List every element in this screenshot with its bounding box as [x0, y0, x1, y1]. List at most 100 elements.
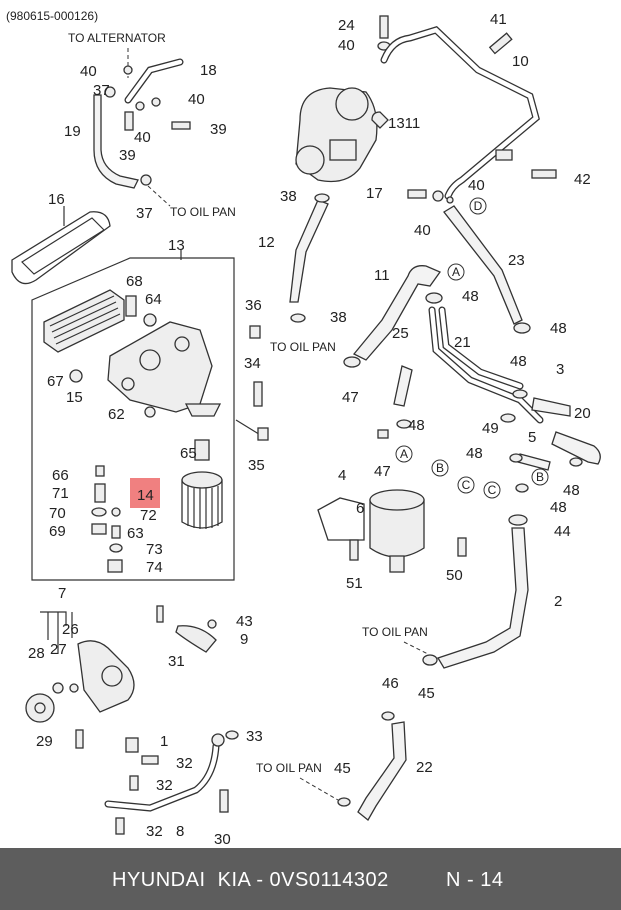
callout-12: 12	[258, 234, 275, 251]
washer-40	[151, 97, 161, 107]
bolt-63	[111, 525, 121, 539]
callout-36: 36	[245, 297, 262, 314]
callout-39: 39	[119, 147, 136, 164]
clamp-47b	[377, 429, 389, 439]
callout-13: 13	[168, 237, 185, 254]
oil-cooler-67	[43, 289, 125, 353]
bracket	[495, 149, 513, 161]
callout-40: 40	[134, 129, 151, 146]
clamp-44	[508, 514, 528, 526]
washer-40-17	[446, 196, 454, 204]
callout-48: 48	[510, 353, 527, 370]
bracket-1	[125, 737, 139, 753]
to-oil-pan-label-1: TO OIL PAN	[170, 205, 236, 219]
clamp-38b	[290, 313, 306, 323]
ref-circle-a	[447, 263, 465, 281]
bolt-41	[488, 32, 513, 55]
diagram-code: (980615-000126)	[6, 9, 98, 23]
callout-48: 48	[466, 445, 483, 462]
hose-12	[289, 199, 329, 303]
nut-26	[69, 683, 79, 693]
hose-19	[93, 94, 139, 189]
bolt-32a	[141, 755, 159, 765]
bolt-51	[349, 539, 359, 561]
clamp-48-21	[512, 389, 528, 399]
callout-41: 41	[490, 11, 507, 28]
callout-10: 10	[512, 53, 529, 70]
ref-circle-d	[469, 197, 487, 215]
gasket-16	[11, 211, 111, 285]
gasket-70	[91, 507, 107, 517]
plug-66	[95, 465, 105, 477]
callout-37: 37	[93, 82, 110, 99]
washer-40b	[135, 101, 145, 111]
leader-line	[147, 185, 171, 207]
sprocket-28	[25, 693, 55, 723]
washer-27	[52, 682, 64, 694]
clamp-48-5	[509, 453, 523, 463]
ref-circle-a	[395, 445, 413, 463]
callout-5: 5	[528, 429, 536, 446]
callout-3: 3	[556, 361, 564, 378]
clamp-48-lower	[515, 483, 529, 493]
bolt-62	[144, 406, 156, 418]
clamp-37	[104, 86, 116, 98]
hose-3	[531, 397, 571, 417]
callout-44: 44	[554, 523, 571, 540]
callout-42: 42	[574, 171, 591, 188]
clamp-45	[422, 654, 438, 666]
callout-4: 4	[338, 467, 346, 484]
callout-68: 68	[126, 273, 143, 290]
oring-72	[111, 507, 121, 517]
bolt-29	[75, 729, 84, 749]
bolt-32c	[115, 817, 125, 835]
callout-63: 63	[127, 525, 144, 542]
callout-19: 19	[64, 123, 81, 140]
bolt-30	[219, 789, 229, 813]
turbo-1311-ref	[371, 111, 389, 129]
callout-30: 30	[214, 831, 231, 848]
filter-housing	[107, 321, 213, 413]
callout-22: 22	[416, 759, 433, 776]
bolt-17	[407, 189, 427, 199]
callout-66: 66	[52, 467, 69, 484]
callout-65: 65	[180, 445, 197, 462]
callout-18: 18	[200, 62, 217, 79]
bolt-39-right	[171, 121, 191, 130]
callout-16: 16	[48, 191, 65, 208]
callout-8: 8	[176, 823, 184, 840]
callout-33: 33	[246, 728, 263, 745]
callout-48: 48	[462, 288, 479, 305]
bolt-32b	[129, 775, 139, 791]
callout-38: 38	[280, 188, 297, 205]
clamp-48-20	[569, 457, 583, 467]
callout-62: 62	[108, 406, 125, 423]
clamp-48	[513, 322, 531, 334]
callout-1311: 1311	[388, 115, 420, 132]
ref-letter-a: A	[400, 447, 408, 461]
callout-26: 26	[62, 621, 79, 638]
washer-73	[109, 543, 123, 553]
cover-9	[175, 625, 217, 653]
highlight-box	[130, 478, 160, 508]
callout-48: 48	[408, 417, 425, 434]
bolt-34	[253, 381, 263, 407]
to-alternator-label: TO ALTERNATOR	[68, 31, 166, 45]
callout-28: 28	[28, 645, 45, 662]
clamp-48-25	[396, 419, 412, 429]
ref-circle-b	[431, 459, 449, 477]
callout-35: 35	[248, 457, 265, 474]
callout-64: 64	[145, 291, 162, 308]
callout-45: 45	[334, 760, 351, 777]
callout-40: 40	[468, 177, 485, 194]
callout-40: 40	[188, 91, 205, 108]
bolt-36	[249, 325, 261, 339]
bolt-39	[124, 111, 134, 131]
callout-37: 37	[136, 205, 153, 222]
clamp-45b	[337, 797, 351, 807]
ref-letter-b: B	[436, 461, 444, 475]
callout-32: 32	[146, 823, 163, 840]
clamp-49	[500, 413, 516, 423]
to-oil-pan-label-2: TO OIL PAN	[270, 340, 336, 354]
